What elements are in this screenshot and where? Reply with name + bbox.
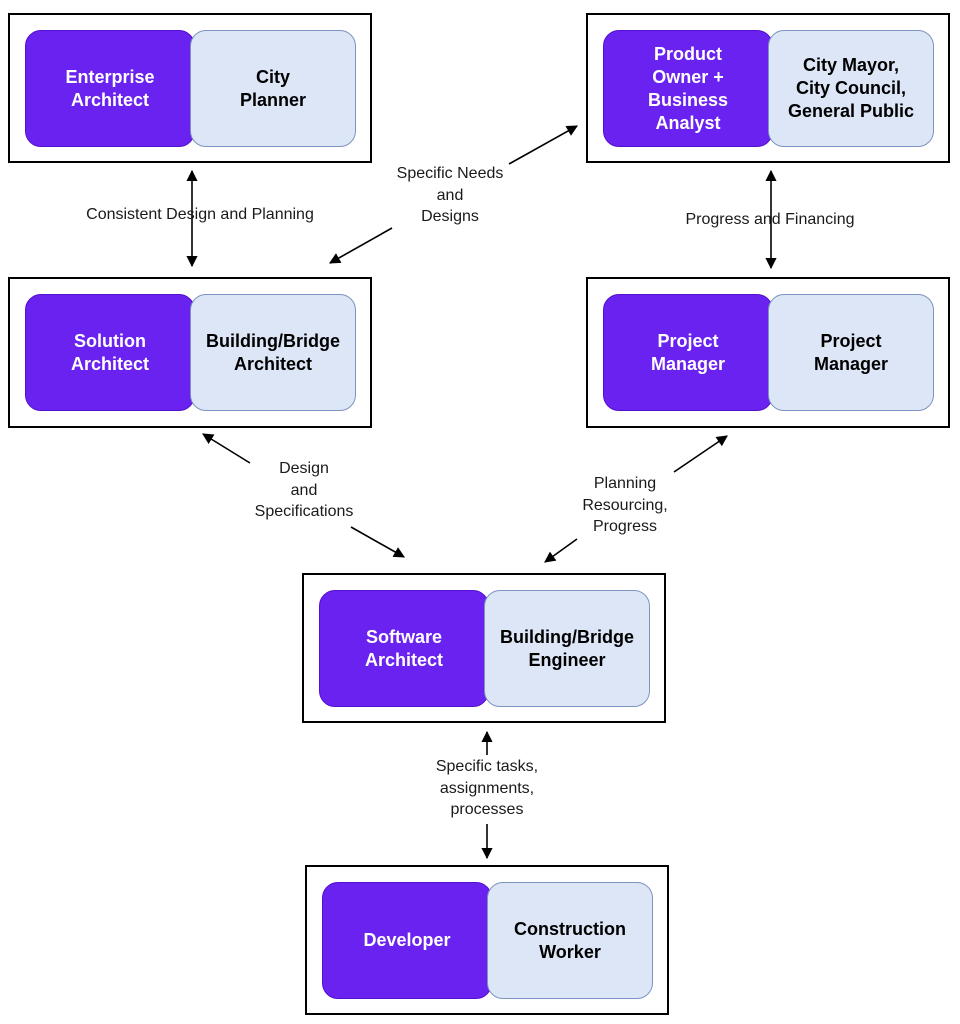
arrow-needs-to-product [508,125,578,165]
edge-label-consistent-design: Consistent Design and Planning [86,206,314,223]
arrow-needs-to-solution [329,227,393,264]
edge-label-progress-financing: Progress and Financing [685,211,855,228]
city-mayor-node: City Mayor,City Council,General Public [768,30,934,147]
developer-node: Developer [322,882,492,999]
edge-label-specific-tasks: Specific tasks,assignments,processes [435,758,539,818]
arrow-planning-to-software [544,538,578,563]
arrow-design-to-solution [202,433,251,464]
arrow-planning-to-project [673,435,728,473]
arrow-design-to-software [350,526,405,558]
